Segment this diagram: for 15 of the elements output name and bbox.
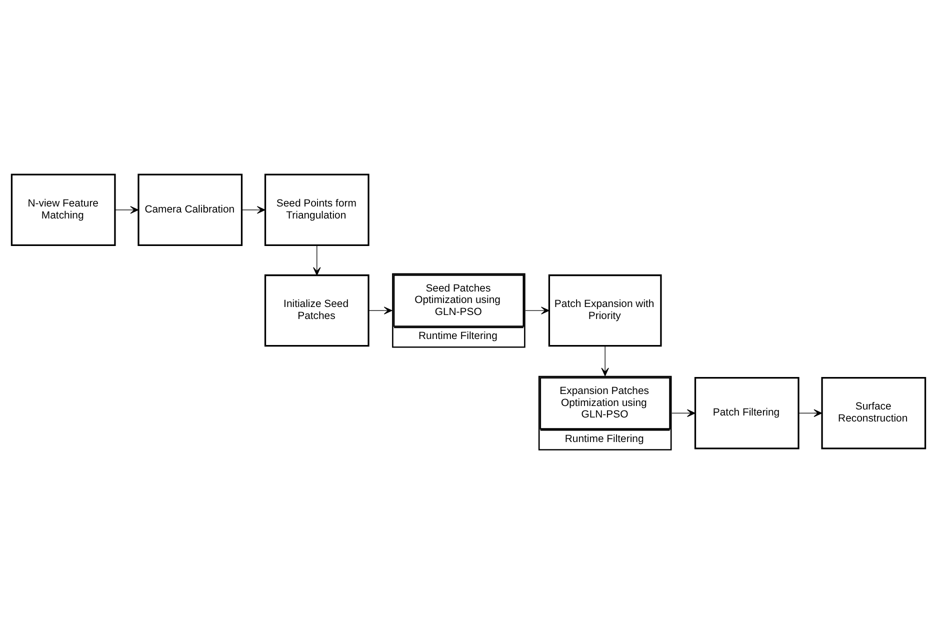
arrow — [798, 408, 822, 416]
arrow — [312, 244, 320, 276]
node-box: Patch Filtering — [694, 376, 799, 449]
node-box: Patch Expansion with Priority — [548, 274, 662, 346]
node-box: Initialize Seed Patches — [264, 274, 369, 346]
arrow — [368, 306, 392, 314]
node-box: N-view Feature Matching — [10, 173, 116, 246]
node-box: Seed Points form Triangulation — [264, 173, 369, 246]
arrow — [600, 345, 608, 376]
arrow — [114, 206, 138, 214]
node-box: Surface Reconstruction — [820, 376, 926, 449]
arrow — [671, 408, 695, 416]
arrow — [241, 206, 265, 214]
node-box: Camera Calibration — [137, 173, 242, 246]
arrow — [524, 306, 549, 314]
